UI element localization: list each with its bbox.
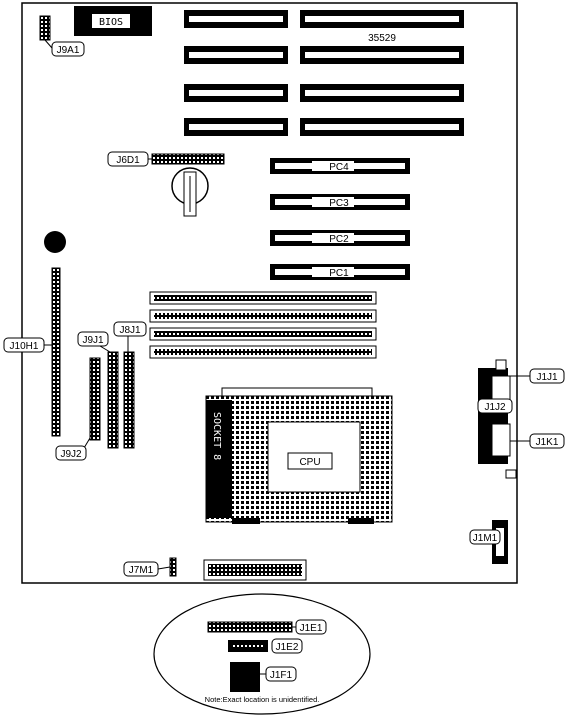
callout-j1k1: J1K1: [536, 437, 559, 448]
connector-j1m1: J1M1: [469, 520, 508, 564]
header-j8j1: J8J1: [113, 321, 147, 449]
pci-slot-label: PC3: [329, 198, 349, 209]
header-j9j1: J9J1: [77, 331, 119, 449]
callout-j8j1: J8J1: [119, 325, 141, 336]
board-part-number: 35529: [368, 33, 396, 44]
board-outline: [21, 2, 518, 584]
power-connector: [203, 559, 307, 581]
pci-slot-label: PC1: [329, 268, 349, 279]
callout-j1e2: J1E2: [276, 642, 299, 653]
callout-j9a1: J9A1: [57, 45, 80, 56]
jumper-j9a1: J9A1: [39, 15, 85, 57]
serial-port-connectors: [478, 359, 517, 479]
header-j6d1: J6D1: [107, 151, 225, 167]
header-j10h1: J10H1: [3, 267, 61, 437]
callout-j9j2: J9J2: [60, 449, 82, 460]
inset-ellipse: J1E1 J1E2 J1F1 Note:Exact location is un…: [153, 593, 371, 715]
callout-group-j1j1: J1J1: [510, 368, 565, 384]
callout-j1f1: J1F1: [270, 670, 293, 681]
socket-label: SOCKET 8: [211, 412, 222, 460]
isa-slots: [184, 10, 464, 136]
battery: [171, 167, 209, 217]
cpu-socket: SOCKET 8 CPU: [205, 387, 393, 524]
pci-slot-label: PC2: [329, 234, 349, 245]
cpu-label: CPU: [299, 457, 320, 468]
inset-note: Note:Exact location is unidentified.: [205, 695, 320, 704]
callout-j1j2: J1J2: [484, 402, 506, 413]
bios-label: BIOS: [99, 17, 123, 28]
pci-slots: PC4 PC3 PC2 PC1: [270, 158, 410, 280]
callout-j10h1: J10H1: [10, 341, 39, 352]
pci-slot-label: PC4: [329, 162, 349, 173]
callout-group-j1j2: J1J2: [477, 398, 513, 414]
mounting-dot: [44, 231, 66, 253]
callout-j1j1: J1J1: [536, 372, 558, 383]
jumper-j7m1: J7M1: [123, 557, 177, 577]
callout-group-j1k1: J1K1: [510, 433, 565, 449]
callout-j9j1: J9J1: [82, 335, 104, 346]
memory-slots: [149, 291, 377, 359]
callout-j7m1: J7M1: [129, 565, 154, 576]
callout-j1m1: J1M1: [473, 533, 498, 544]
header-j9j2: J9J2: [55, 357, 101, 461]
bios-chip: BIOS: [74, 6, 152, 36]
callout-j1e1: J1E1: [300, 623, 323, 634]
callout-j6d1: J6D1: [116, 155, 140, 166]
